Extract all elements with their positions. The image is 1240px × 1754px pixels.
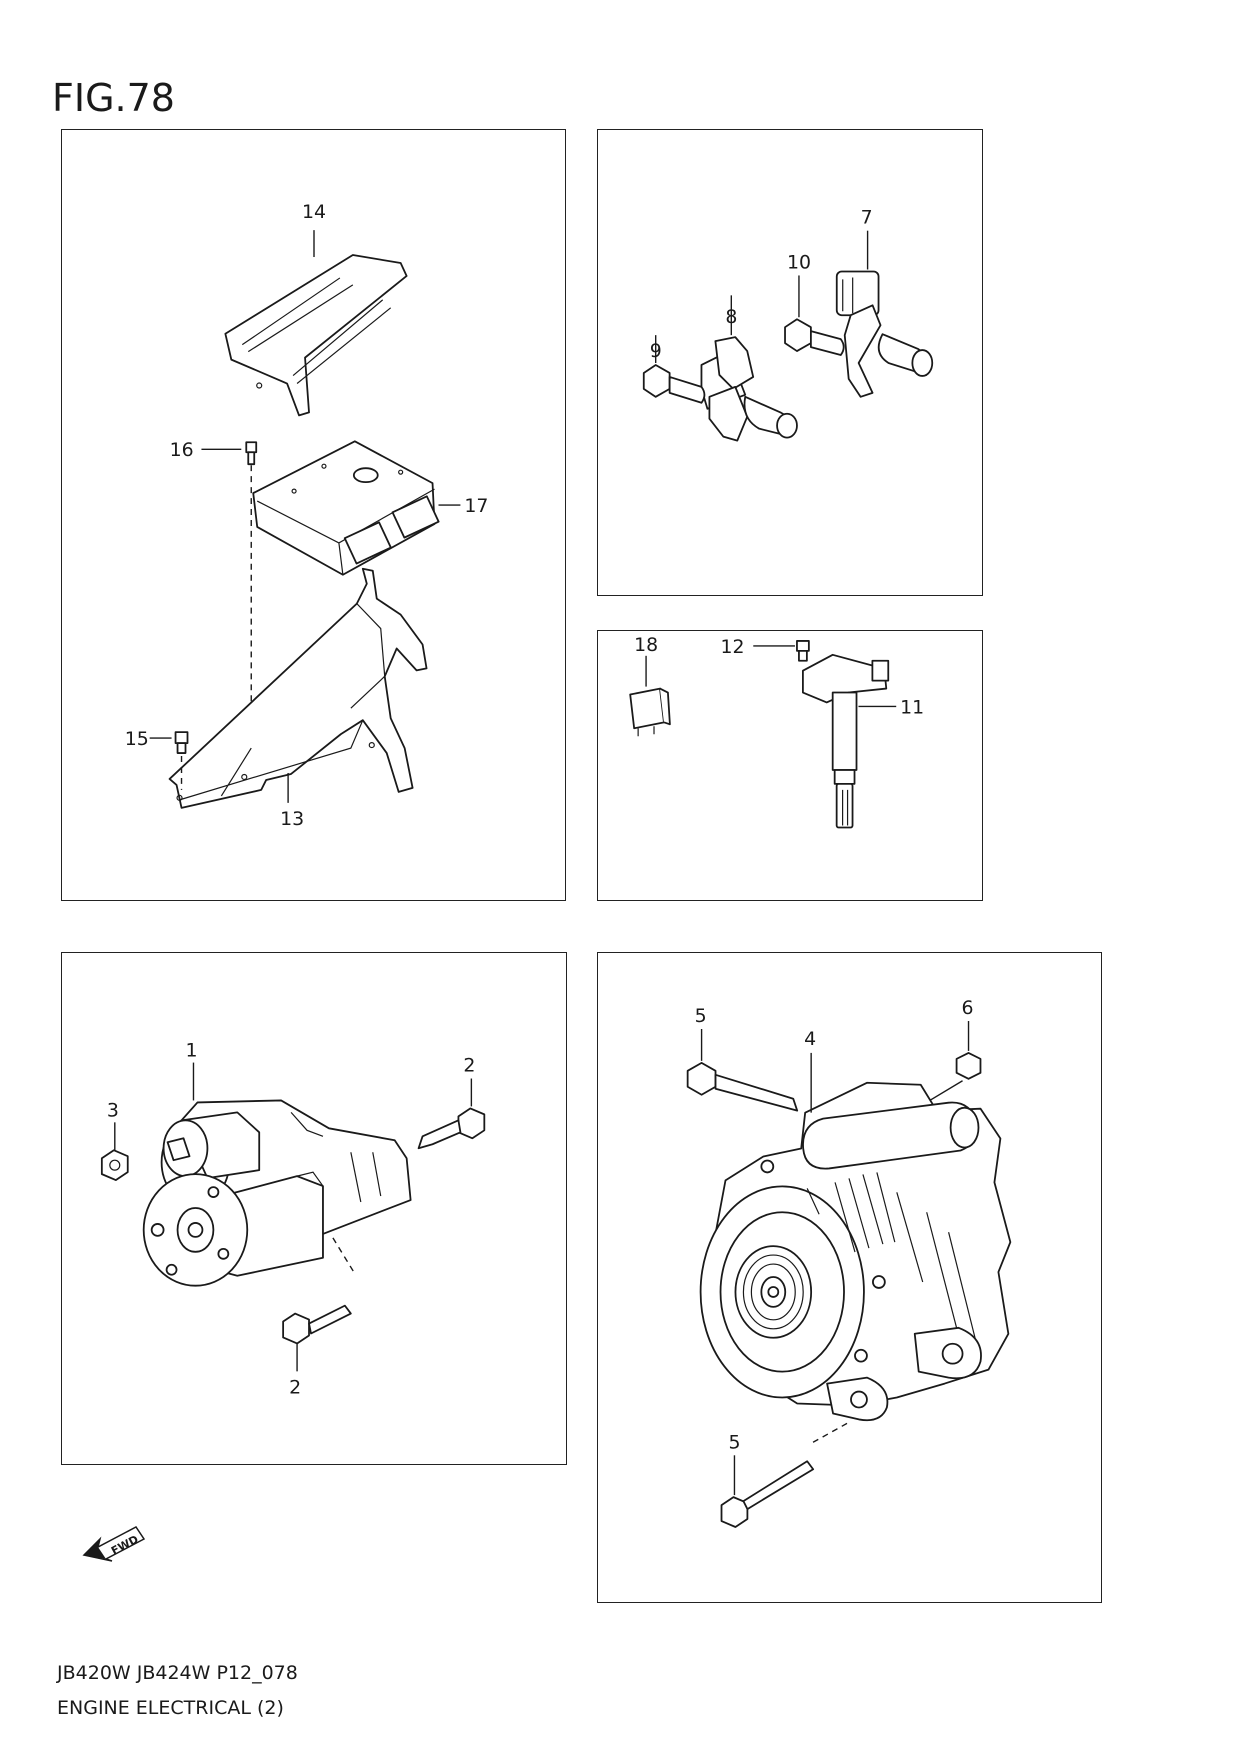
coil-bolt (796, 640, 810, 662)
ecu-bracket-panel: 14 16 17 15 13 (61, 129, 566, 901)
ignition-coil-drawing: 18 12 11 (629, 635, 924, 829)
callout-7: 7 (861, 207, 873, 229)
sensor-bolt-9 (642, 364, 706, 404)
callout-1: 1 (186, 1040, 198, 1062)
callout-13: 13 (280, 808, 304, 830)
callout-15: 15 (125, 728, 149, 750)
alternator-nut (955, 1051, 982, 1080)
bracket-mount-bolt (174, 731, 189, 754)
callout-3: 3 (107, 1099, 119, 1121)
starter-terminal-nut (100, 1149, 129, 1182)
relay (629, 687, 671, 737)
alternator-panel: 5 6 4 5 (597, 952, 1102, 1603)
cam-sensor (700, 336, 798, 442)
ecu-mount-bolt (245, 441, 258, 466)
callout-16: 16 (170, 439, 194, 461)
starter-bolt-upper (417, 1107, 486, 1150)
callout-5-upper: 5 (695, 1005, 707, 1027)
starter-motor-panel: 1 2 3 2 (61, 952, 567, 1465)
callout-14: 14 (302, 201, 326, 223)
drawing-name: ENGINE ELECTRICAL (2) (57, 1697, 284, 1719)
callout-4: 4 (804, 1028, 816, 1050)
alternator-bolt-upper (686, 1061, 799, 1112)
callout-2-lower: 2 (289, 1376, 301, 1398)
callout-12: 12 (721, 637, 745, 658)
drawing-code: JB420W JB424W P12_078 (57, 1662, 298, 1684)
ignition-coil-panel: 18 12 11 (597, 630, 983, 901)
figure-title: FIG.78 (52, 76, 175, 120)
fwd-arrow-icon: FWD (82, 1526, 146, 1562)
callout-8: 8 (725, 306, 737, 328)
callout-17: 17 (464, 495, 488, 517)
sensor-bolt-10 (784, 318, 845, 356)
callout-6: 6 (962, 997, 974, 1019)
starter-motor (142, 1099, 412, 1287)
sensor-panel: 7 10 8 9 (597, 129, 983, 596)
ecu-cover-plate (224, 254, 408, 417)
alternator (699, 1081, 1012, 1422)
ecu-unit (252, 440, 440, 576)
sensor-drawing: 7 10 8 9 (642, 207, 934, 442)
callout-9: 9 (650, 340, 662, 362)
ignition-coil (802, 653, 890, 829)
callout-18: 18 (634, 635, 658, 656)
ecu-support-bracket (168, 567, 428, 809)
callout-10: 10 (787, 251, 811, 273)
starter-bolt-lower (282, 1304, 352, 1345)
starter-motor-drawing: 1 2 3 2 (100, 1040, 486, 1398)
crank-sensor (835, 270, 934, 398)
ecu-bracket-drawing: 14 16 17 15 13 (125, 201, 489, 830)
callout-11: 11 (900, 697, 924, 718)
alternator-drawing: 5 6 4 5 (686, 997, 1012, 1528)
callout-2-upper: 2 (463, 1055, 475, 1077)
alternator-bolt-lower (720, 1460, 815, 1528)
callout-5-lower: 5 (728, 1431, 740, 1453)
